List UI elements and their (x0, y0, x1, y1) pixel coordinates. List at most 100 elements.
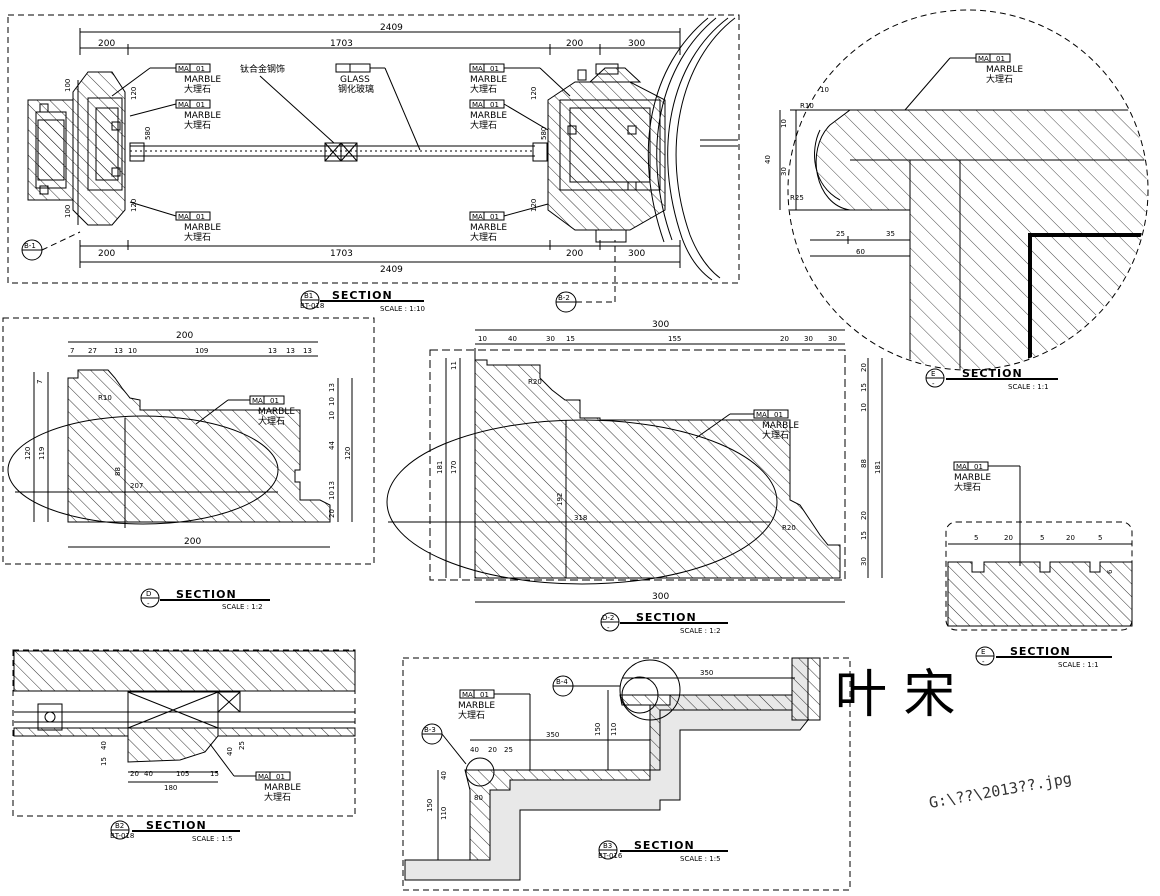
svg-text:大理石: 大理石 (762, 429, 789, 441)
s7-d350b: 350 (546, 731, 559, 739)
svg-text:D: D (146, 590, 151, 598)
s4-r20a: 20 (860, 363, 868, 372)
svg-text:01: 01 (490, 213, 499, 221)
s4-t30c: 30 (828, 335, 837, 343)
s4-t15: 15 (566, 335, 575, 343)
svg-text:SCALE : 1:2: SCALE : 1:2 (680, 627, 721, 635)
s4-r15a: 15 (860, 383, 868, 392)
svg-text:SECTION: SECTION (1010, 645, 1071, 658)
svg-text:MARBLE: MARBLE (470, 75, 507, 85)
svg-text:-: - (932, 380, 935, 388)
svg-text:B-4: B-4 (556, 678, 568, 686)
s3-t13d: 13 (303, 347, 312, 355)
svg-text:大理石: 大理石 (954, 481, 981, 493)
s6-d20: 20 (130, 770, 139, 778)
svg-text:MARBLE: MARBLE (458, 701, 495, 711)
s7-d25: 25 (504, 746, 513, 754)
svg-text:SCALE : 1:5: SCALE : 1:5 (192, 835, 233, 843)
s2-detail-circle (787, 9, 1149, 371)
s3-r10b: 10 (328, 411, 336, 420)
s1-label-alloy: 钛合金钢饰 (240, 63, 335, 144)
s3-r10a: 10 (328, 397, 336, 406)
s6-v40b: 40 (226, 747, 234, 756)
s2-d60: 60 (856, 248, 865, 256)
svg-text:MA: MA (258, 773, 269, 781)
s6-d40: 40 (144, 770, 153, 778)
s6-d105: 105 (176, 770, 189, 778)
s2-d35: 35 (886, 230, 895, 238)
s7-d40: 40 (470, 746, 479, 754)
s3-l120: 120 (24, 447, 32, 460)
s3-r13: 13 (328, 383, 336, 392)
svg-text:GLASS: GLASS (340, 75, 370, 85)
svg-text:SECTION: SECTION (332, 289, 393, 302)
svg-text:大理石: 大理石 (184, 83, 211, 95)
s1-dim-d-top: 300 (628, 39, 645, 49)
s7-d150b: 150 (426, 799, 434, 812)
section-4-profile: 300 10 40 30 15 155 20 30 30 300 11 181 … (386, 320, 883, 635)
s6-section-title: B2 BT-018 SECTION SCALE : 1:5 (110, 819, 240, 843)
svg-text:01: 01 (270, 397, 279, 405)
s4-c318: 318 (574, 514, 587, 522)
s6-d15: 15 (210, 770, 219, 778)
svg-text:SCALE : 1:1: SCALE : 1:1 (1058, 661, 1099, 669)
s2-r10: R10 (800, 102, 814, 110)
s1-dim-a-top: 200 (98, 39, 115, 49)
section-1-frame (7, 14, 740, 284)
s3-t13b: 13 (268, 347, 277, 355)
svg-text:MA: MA (956, 463, 967, 471)
s3-t10: 10 (128, 347, 137, 355)
svg-text:BT-016: BT-016 (598, 852, 623, 860)
s1-dim-d-bottom: 300 (628, 249, 645, 259)
s4-t40: 40 (508, 335, 517, 343)
s4-r88: 88 (860, 459, 868, 468)
svg-text:01: 01 (196, 101, 205, 109)
s4-l181: 181 (436, 461, 444, 474)
s7-d110b: 110 (440, 807, 448, 820)
s7-d350: 350 (700, 669, 713, 677)
s1-callout-b1: B-1 (21, 231, 81, 261)
svg-text:SECTION: SECTION (636, 611, 697, 624)
svg-text:SECTION: SECTION (176, 588, 237, 601)
svg-text:01: 01 (276, 773, 285, 781)
svg-text:MARBLE: MARBLE (986, 65, 1023, 75)
s4-t30b: 30 (804, 335, 813, 343)
svg-text:大理石: 大理石 (258, 415, 285, 427)
svg-text:MARBLE: MARBLE (470, 111, 507, 121)
svg-text:-: - (982, 658, 985, 666)
svg-text:BT-018: BT-018 (300, 302, 324, 310)
s5-d5a: 5 (974, 534, 978, 542)
s3-t13c: 13 (286, 347, 295, 355)
svg-text:-: - (147, 600, 150, 608)
s4-l170: 170 (450, 461, 458, 474)
s4-t30: 30 (546, 335, 555, 343)
s1-dim-b-bottom: 1703 (330, 249, 353, 259)
s4-r181: 181 (874, 461, 882, 474)
s3-t13: 13 (114, 347, 123, 355)
s5-d20b: 20 (1066, 534, 1075, 542)
s2-d30: 30 (780, 167, 788, 176)
svg-text:MARBLE: MARBLE (264, 783, 301, 793)
svg-text:MARBLE: MARBLE (184, 75, 221, 85)
svg-text:钢化玻璃: 钢化玻璃 (338, 83, 374, 95)
s3-t27: 27 (88, 347, 97, 355)
s1-section-title: B1 BT-018 SECTION SCALE : 1:10 (300, 289, 425, 313)
s3-r13b: 13 (328, 481, 336, 490)
s1-v120-right-top: 120 (530, 87, 538, 100)
s4-r15b: 15 (860, 531, 868, 540)
svg-text:MARBLE: MARBLE (258, 407, 295, 417)
svg-text:01: 01 (196, 65, 205, 73)
s1-v120-bottom: 120 (130, 199, 138, 212)
svg-text:B-2: B-2 (558, 294, 570, 302)
svg-text:MA: MA (472, 65, 483, 73)
s2-r25: R25 (790, 194, 804, 202)
svg-text:MARBLE: MARBLE (470, 223, 507, 233)
